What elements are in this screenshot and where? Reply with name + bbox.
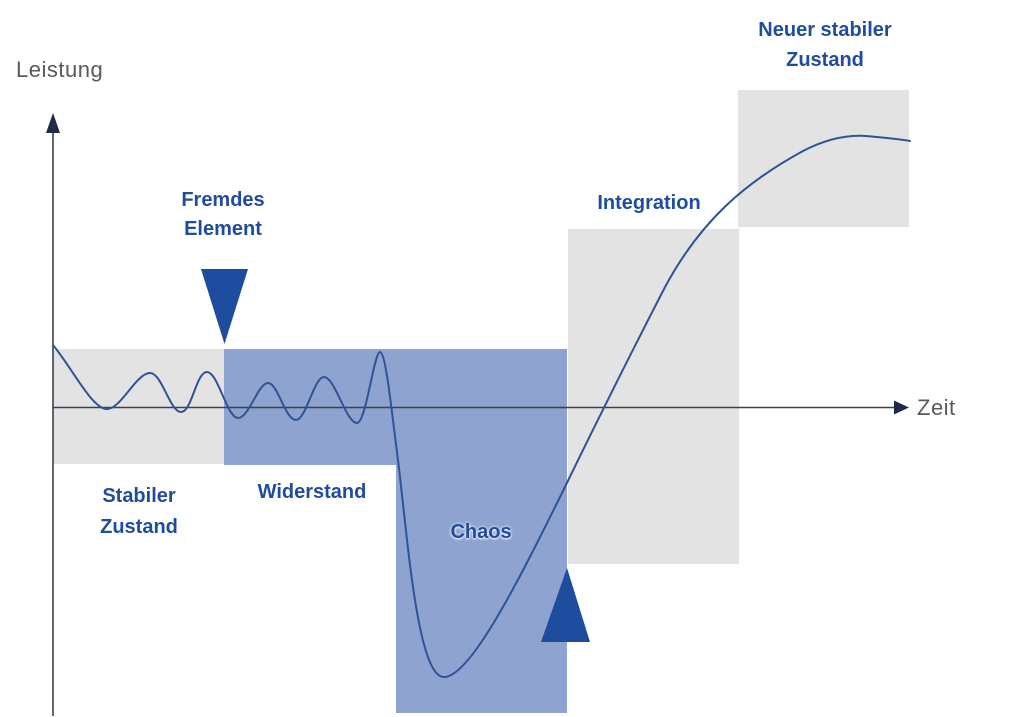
fremdes-element-label-line2: Element [184,218,262,240]
phase-label-integration-line1: Integration [597,192,701,214]
phase-label-chaos-line1: Chaos [450,521,512,543]
y-axis-arrow-icon [46,113,60,133]
phase-label-integration: Integration [597,188,700,218]
fremdes-element-arrow-down-icon [201,269,248,344]
phase-label-stabiler-zustand-line2: Zustand [100,516,178,538]
phase-label-widerstand: Widerstand [258,477,367,507]
phase-label-neuer-stabiler-zustand-line1: Neuer stabiler [758,19,892,41]
phase-label-chaos: Chaos [450,517,511,547]
fremdes-element-label: Fremdes Element [181,186,264,244]
integration-arrow-up-icon [541,568,590,642]
phase-label-neuer-stabiler-zustand-line2: Zustand [786,49,864,71]
fremdes-element-label-line1: Fremdes [181,189,265,211]
phase-label-stabiler-zustand: Stabiler Zustand [100,481,178,543]
performance-curve [52,134,911,679]
phase-box-chaos [396,349,567,713]
phase-label-neuer-stabiler-zustand: Neuer stabiler Zustand [758,15,891,75]
x-axis-arrow-icon [894,400,909,415]
phase-box-stabiler-zustand [53,349,224,464]
phase-box-integration [568,229,739,564]
phase-label-stabiler-zustand-line1: Stabiler [102,485,176,507]
x-axis-label: Zeit [917,395,956,420]
y-axis-label: Leistung [16,57,104,82]
phase-label-widerstand-line1: Widerstand [257,481,367,503]
phase-box-neuer-stabiler-zustand [738,90,909,227]
